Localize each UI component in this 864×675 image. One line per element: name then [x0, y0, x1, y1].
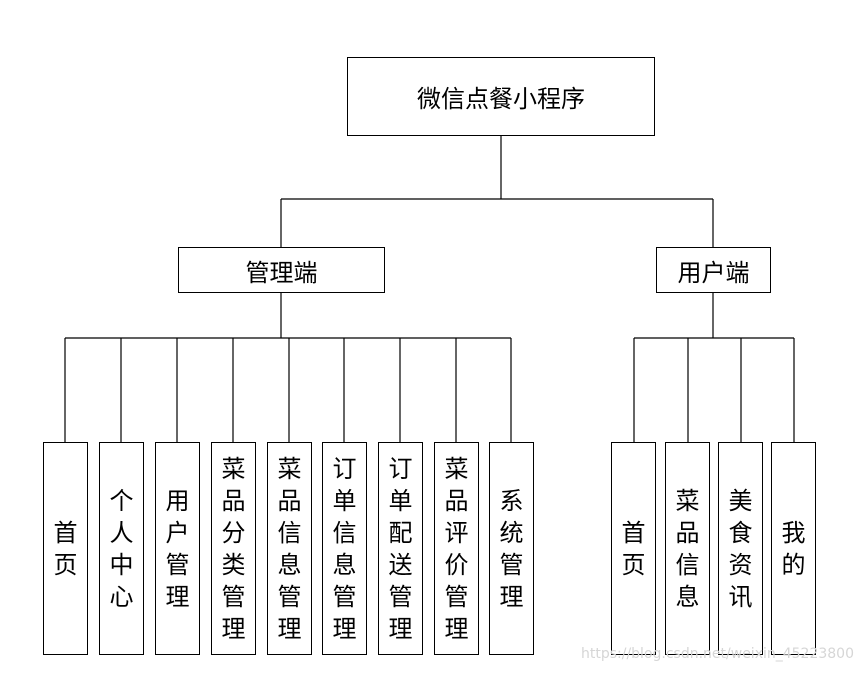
- leaf-label: 个人中心: [109, 486, 134, 611]
- user-leaf-node: 美食资讯: [718, 442, 763, 655]
- leaf-label: 菜品分类管理: [221, 454, 246, 643]
- admin-leaf-node: 系统管理: [489, 442, 534, 655]
- leaf-label: 首页: [621, 518, 646, 579]
- leaf-label: 美食资讯: [728, 486, 753, 611]
- admin-leaf-node: 菜品评价管理: [434, 442, 479, 655]
- admin-leaf-node: 菜品信息管理: [267, 442, 312, 655]
- leaf-label: 菜品信息: [675, 486, 700, 611]
- user-leaf-node: 菜品信息: [665, 442, 710, 655]
- branch-node-user: 用户端: [656, 247, 771, 293]
- user-leaf-node: 我的: [771, 442, 816, 655]
- user-leaf-node: 首页: [611, 442, 656, 655]
- branch-label-admin: 管理端: [245, 258, 318, 287]
- admin-leaf-node: 订单信息管理: [322, 442, 367, 655]
- admin-leaf-node: 菜品分类管理: [211, 442, 256, 655]
- root-node: 微信点餐小程序: [347, 57, 655, 136]
- branch-label-user: 用户端: [677, 258, 750, 287]
- leaf-label: 用户管理: [165, 486, 190, 611]
- leaf-label: 订单信息管理: [332, 454, 357, 643]
- leaf-label: 订单配送管理: [388, 454, 413, 643]
- leaf-label: 首页: [53, 518, 78, 579]
- root-label: 微信点餐小程序: [417, 85, 585, 113]
- admin-leaf-node: 用户管理: [155, 442, 200, 655]
- leaf-label: 系统管理: [499, 486, 524, 611]
- admin-leaf-node: 首页: [43, 442, 88, 655]
- leaf-label: 菜品评价管理: [444, 454, 469, 643]
- admin-leaf-node: 个人中心: [99, 442, 144, 655]
- admin-leaf-node: 订单配送管理: [378, 442, 423, 655]
- leaf-label: 菜品信息管理: [277, 454, 302, 643]
- watermark-text: https://blog.csdn.net/weixin_45223800: [580, 646, 854, 662]
- branch-node-admin: 管理端: [178, 247, 385, 293]
- leaf-label: 我的: [781, 518, 806, 579]
